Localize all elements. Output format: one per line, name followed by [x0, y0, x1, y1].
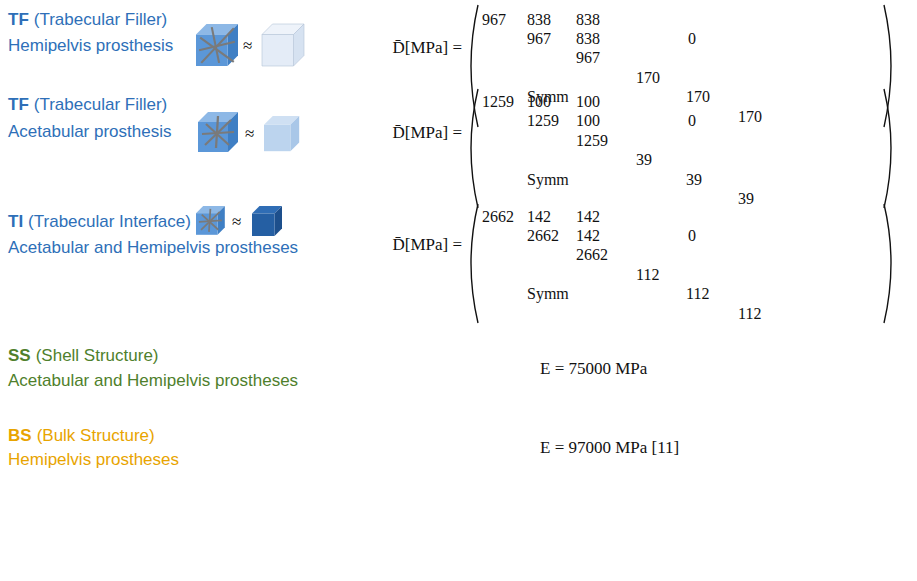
lattice-cube [196, 24, 238, 66]
material-name: (Trabecular Filler) [34, 10, 168, 30]
matrix-entry: 39 [686, 170, 702, 190]
homogeneous-cube [264, 116, 299, 151]
homogeneous-cube [252, 206, 282, 236]
prosthesis-name: Acetabular and Hemipelvis prostheses [8, 371, 298, 391]
prosthesis-name: Hemipelvis prosthesis [8, 36, 173, 56]
matrix-entry: 2662 [576, 245, 608, 265]
material-name: (Trabecular Filler) [34, 95, 168, 115]
matrix-entry: 142 [576, 207, 600, 227]
matrix-entry: 170 [686, 87, 710, 107]
lattice-cube [198, 112, 238, 152]
matrix-entry: 142 [527, 207, 551, 227]
matrix-entry: 1259 [527, 111, 559, 131]
approx-sign: ≈ [245, 124, 254, 144]
prosthesis-name: Acetabular and Hemipelvis prostheses [8, 238, 298, 258]
matrix-entry: 2662 [482, 207, 514, 227]
stiffness-label: D̄[MPa] = [392, 123, 462, 143]
material-name: (Shell Structure) [36, 346, 159, 366]
modulus-value: E = 97000 MPa [11] [540, 438, 679, 458]
material-code: SS [8, 346, 31, 366]
matrix-entry: 838 [576, 29, 600, 49]
stiffness-label: D̄[MPa] = [392, 38, 462, 58]
matrix-entry: 1259 [576, 131, 608, 151]
matrix-entry: 0 [688, 226, 696, 246]
prosthesis-name: Hemipelvis prostheses [8, 450, 179, 470]
matrix-entry: 967 [576, 48, 600, 68]
matrix-entry: 100 [576, 92, 600, 112]
material-code: TF [8, 10, 29, 30]
matrix-entry: 0 [688, 29, 696, 49]
matrix-entry: 112 [636, 265, 659, 285]
matrix-entry: 1259 [482, 92, 514, 112]
matrix-entry: 170 [636, 68, 660, 88]
homogeneous-cube [262, 24, 304, 66]
matrix-entry: 39 [738, 189, 754, 209]
matrix-entry: 2662 [527, 226, 559, 246]
matrix-entry: 838 [576, 10, 600, 30]
prosthesis-name: Acetabular prosthesis [8, 122, 171, 142]
matrix-entry: 967 [482, 10, 506, 30]
material-code: TI [8, 212, 23, 232]
lattice-cube [196, 206, 225, 235]
stiffness-label: D̄[MPa] = [392, 235, 462, 255]
modulus-value: E = 75000 MPa [540, 359, 647, 379]
matrix-entry: 100 [576, 111, 600, 131]
matrix-bracket [884, 204, 891, 323]
symmetry-note: Symm [527, 170, 569, 190]
matrix-entry: 0 [688, 111, 696, 131]
approx-sign: ≈ [243, 36, 252, 56]
matrix-entry: 142 [576, 226, 600, 246]
matrix-entry: 170 [738, 107, 762, 127]
matrix-bracket [884, 89, 891, 208]
matrix-entry: 112 [738, 304, 761, 324]
matrix-bracket [471, 204, 478, 323]
material-code: TF [8, 95, 29, 115]
symmetry-note: Symm [527, 284, 569, 304]
matrix-entry: 39 [636, 150, 652, 170]
matrix-entry: 967 [527, 29, 551, 49]
matrix-entry: 112 [686, 284, 709, 304]
matrix-entry: 100 [527, 92, 551, 112]
material-name: (Bulk Structure) [37, 426, 155, 446]
matrix-bracket [471, 89, 478, 208]
material-name: (Trabecular Interface) [28, 212, 191, 232]
approx-sign: ≈ [232, 212, 241, 232]
material-code: BS [8, 426, 32, 446]
matrix-entry: 838 [527, 10, 551, 30]
